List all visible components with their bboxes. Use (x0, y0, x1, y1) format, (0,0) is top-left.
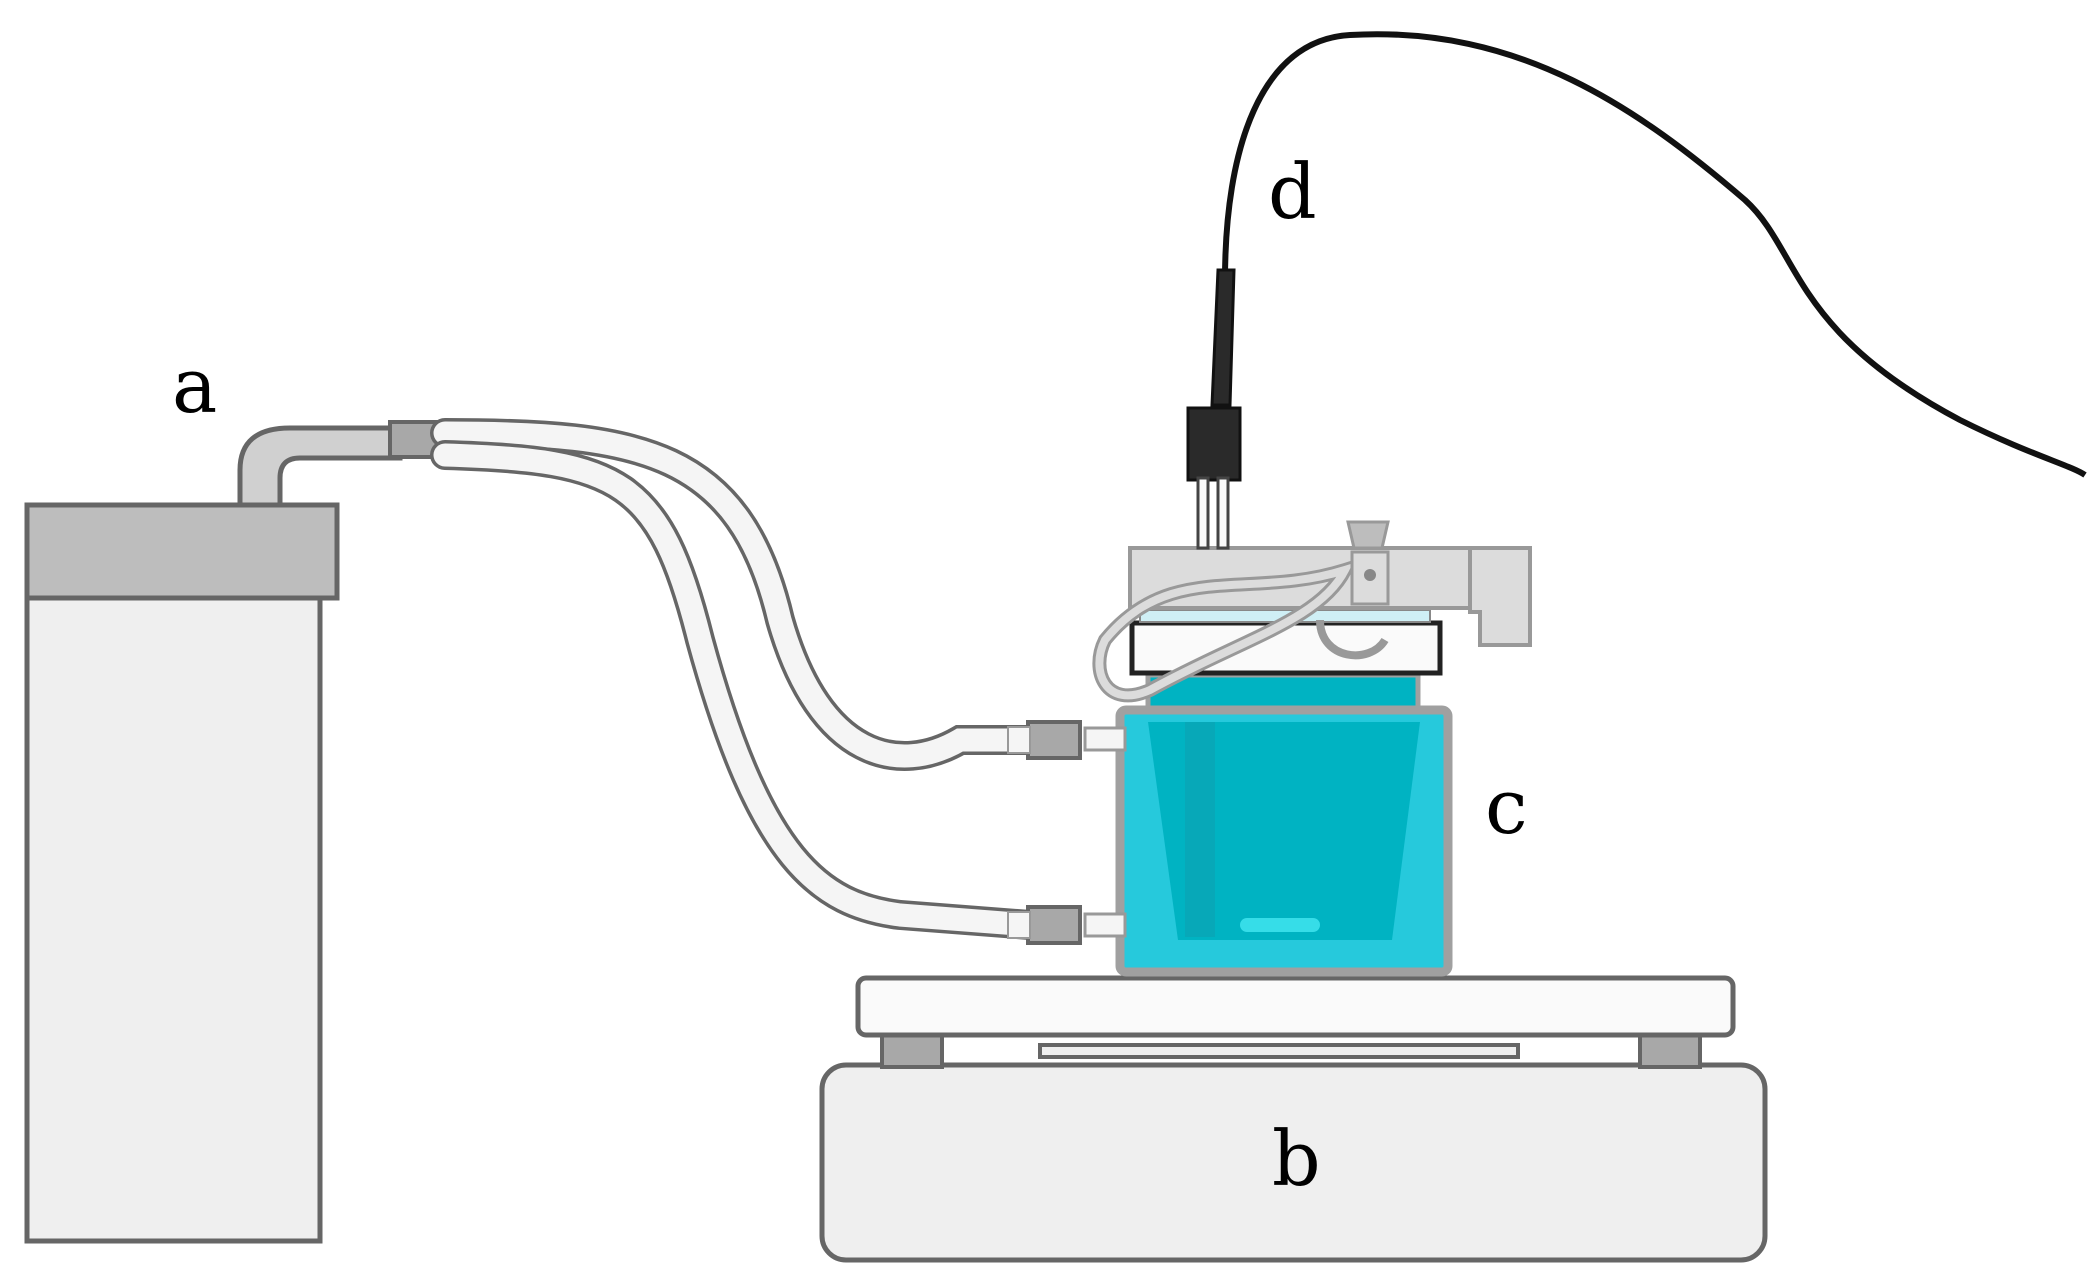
lower-inlet-stub (1083, 912, 1127, 938)
vessel-seal (1129, 620, 1443, 676)
stirrer-top-plate (855, 975, 1736, 1038)
label-d: d (1268, 147, 1317, 236)
stirrer-foot-right (1638, 1033, 1702, 1069)
upper-inlet-stub (1083, 726, 1127, 752)
probe-stem-left (1196, 476, 1210, 550)
stir-bar (1240, 918, 1320, 932)
jacketed-vessel (1007, 520, 1532, 977)
stirrer-slot (1038, 1043, 1520, 1059)
probe-head (1186, 406, 1242, 482)
circulator-body (24, 595, 323, 1244)
probe-cable (1222, 31, 2087, 478)
stirrer-base (819, 1062, 1768, 1263)
probe-strain-relief (1210, 268, 1236, 407)
vessel-highlight (1185, 722, 1215, 937)
clamp-screw (1364, 569, 1376, 581)
vessel-inner-beaker (1148, 722, 1420, 940)
circulator-unit (24, 420, 448, 1244)
clamp-knob (1346, 520, 1390, 550)
stirrer-foot-left (880, 1033, 944, 1069)
label-a: a (172, 341, 217, 430)
circulator-cap (24, 502, 340, 601)
probe-assembly (1186, 31, 2087, 550)
label-b: b (1272, 1114, 1321, 1203)
upper-hose (430, 418, 1045, 771)
circulator-outlet-pipe (237, 425, 403, 508)
tubing (430, 418, 1045, 940)
lower-connector (1026, 905, 1082, 945)
upper-connector (1026, 720, 1082, 760)
lid-side-bracket (1468, 546, 1532, 647)
probe-stem-right (1216, 476, 1230, 550)
stirrer-plate (819, 975, 1768, 1263)
label-c: c (1485, 762, 1528, 851)
